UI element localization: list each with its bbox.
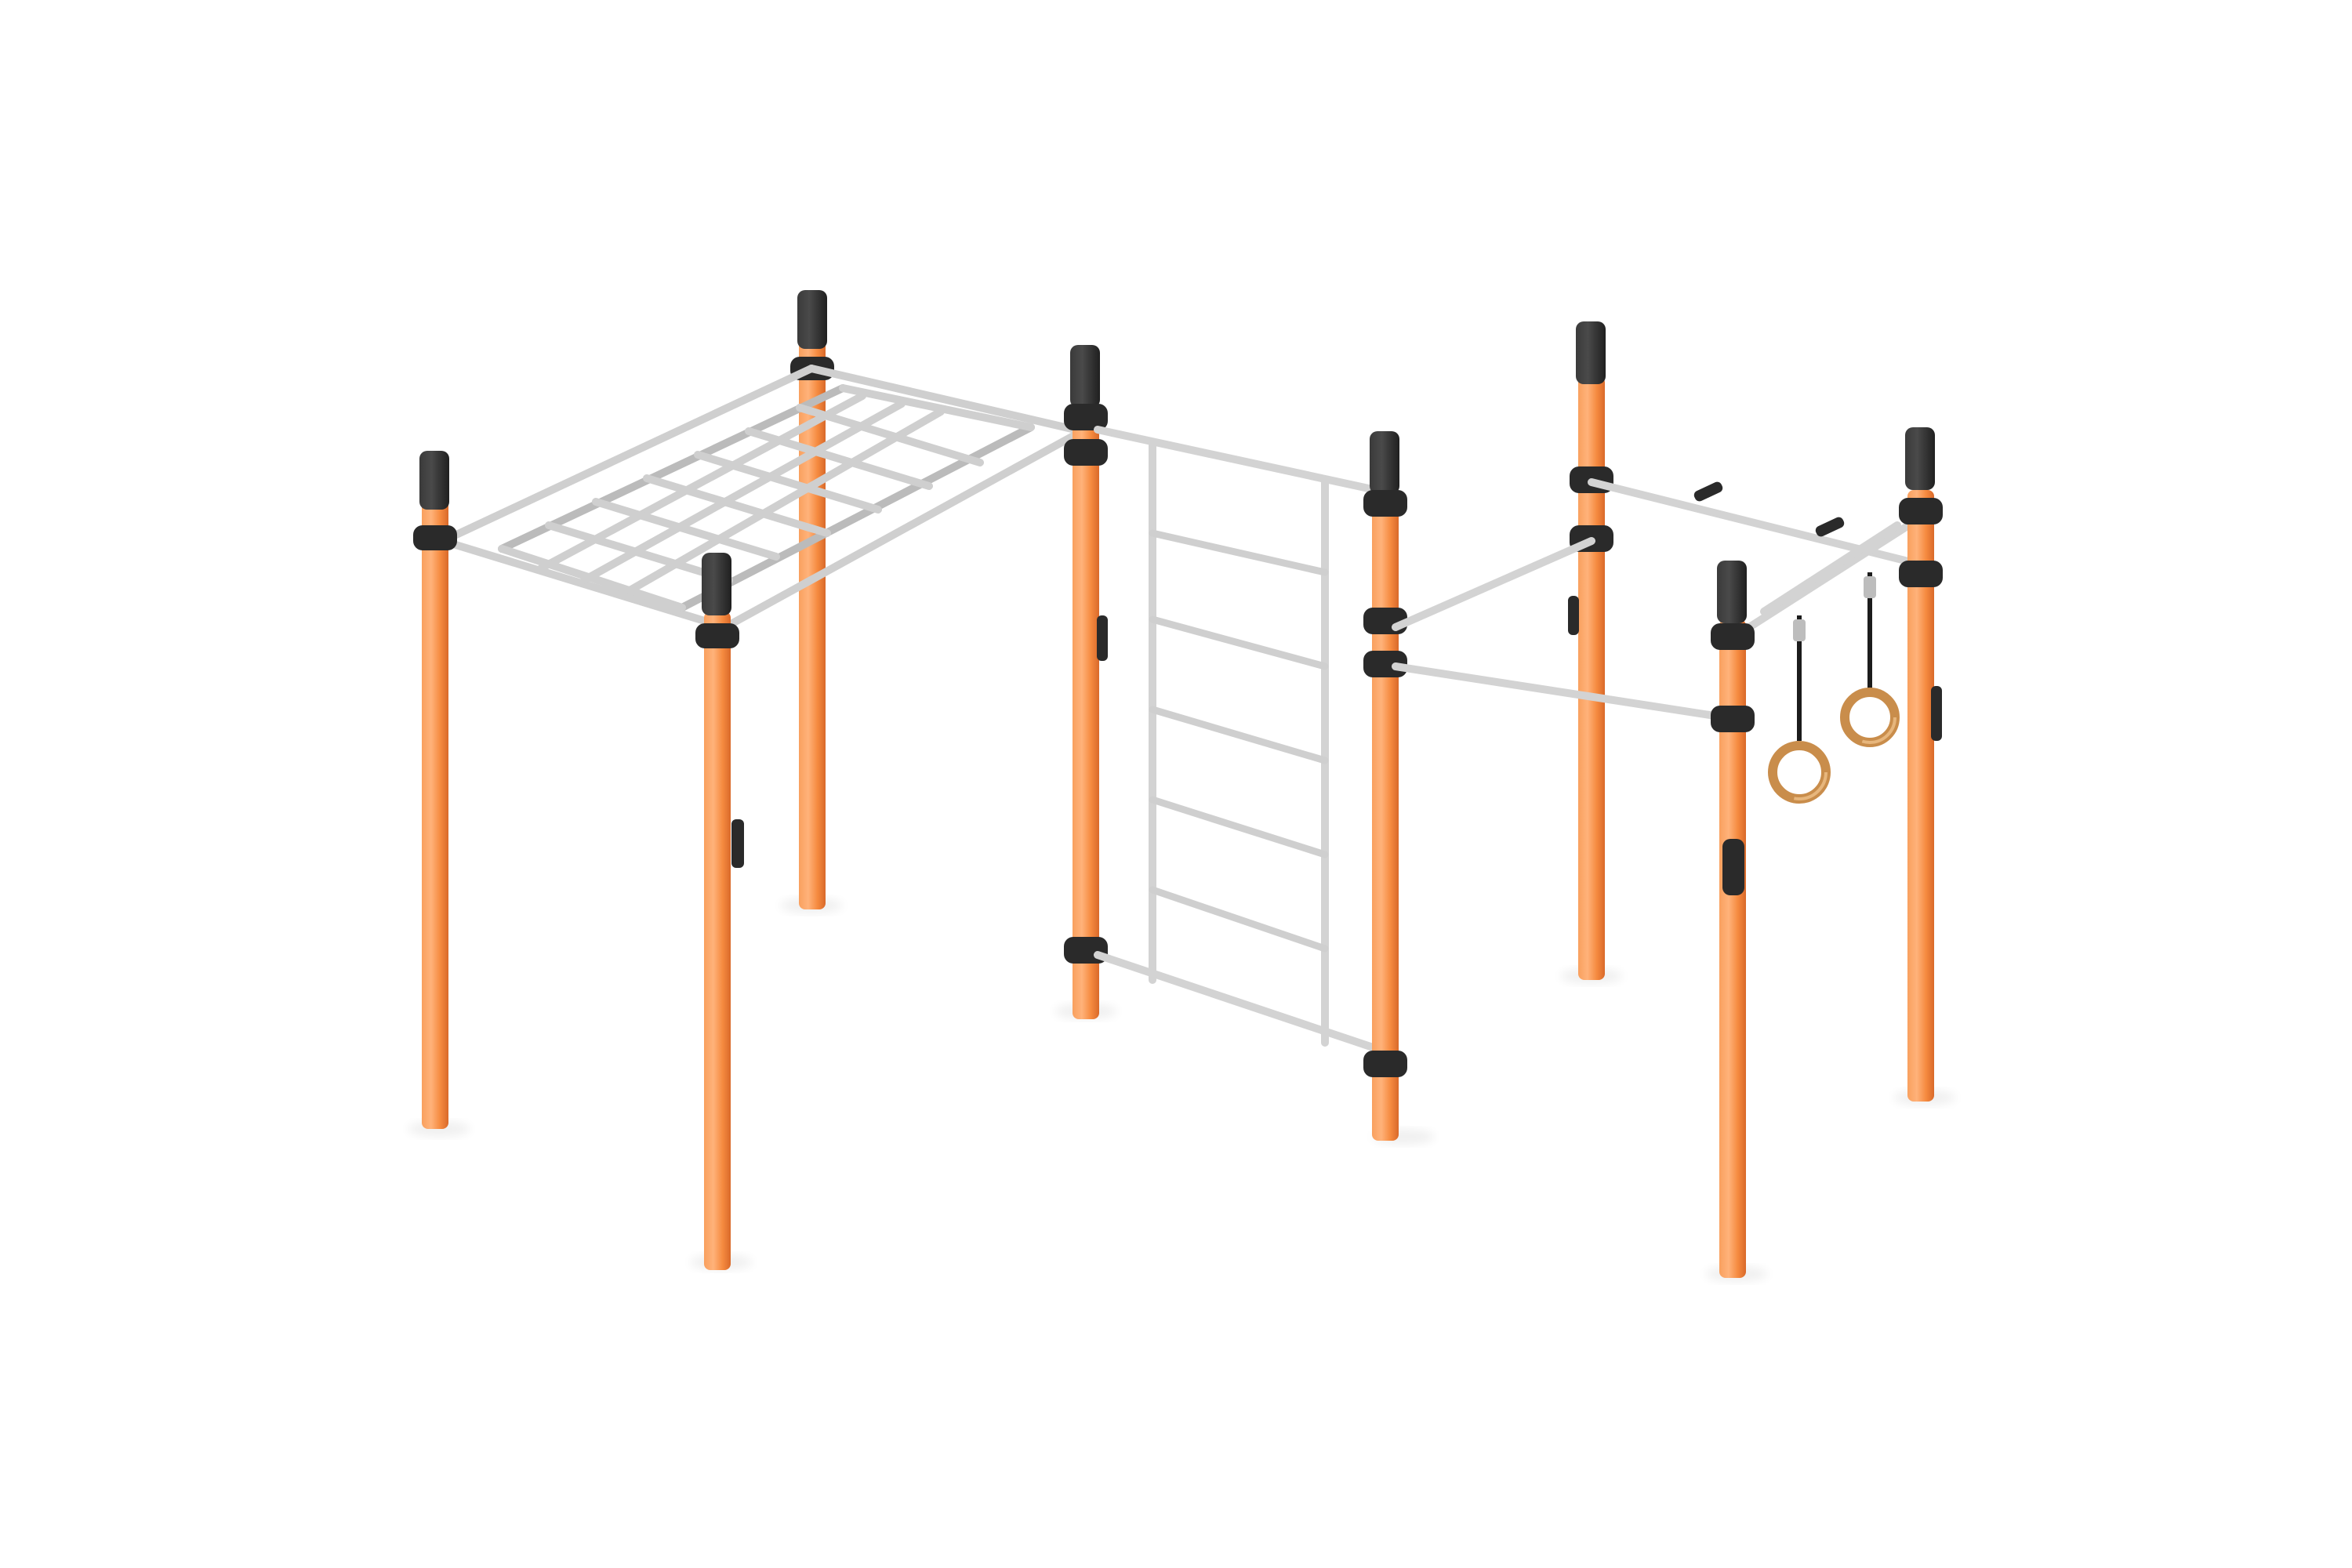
post-cap	[1576, 321, 1606, 384]
pull-up-front-posts	[1711, 427, 1943, 1278]
post	[1073, 423, 1099, 1019]
post-mount	[1931, 686, 1942, 741]
monkey-bars	[413, 290, 1086, 1270]
post	[422, 486, 448, 1129]
post-mount	[1722, 839, 1744, 895]
post-cap	[797, 290, 827, 349]
post-cap	[1905, 427, 1935, 490]
post-clamp	[1899, 498, 1943, 524]
post	[1372, 486, 1399, 1141]
post	[1907, 490, 1934, 1102]
post-clamp	[413, 525, 457, 550]
post-cap	[1070, 345, 1100, 408]
wall-ladder	[1064, 345, 1407, 1141]
post-clamp	[1064, 404, 1108, 430]
ring-buckle	[1793, 619, 1806, 641]
post-mount	[1097, 615, 1108, 661]
pull-up-bars	[1392, 478, 1925, 721]
monkey-bars-front-posts	[413, 451, 744, 1270]
gymnastic-rings	[1768, 572, 1900, 804]
post-cap	[419, 451, 449, 510]
post-cap	[1370, 431, 1399, 494]
post-clamp	[1711, 706, 1755, 732]
post-clamp	[1363, 490, 1407, 517]
handle-grip	[1815, 517, 1845, 537]
monkey-bars-back-posts	[790, 290, 834, 909]
monkey-bars-frame	[439, 365, 1086, 631]
pull-up-handles	[1693, 481, 1845, 537]
post-clamp	[1363, 1051, 1407, 1077]
pull-up-back-posts	[1568, 321, 1613, 980]
ring-buckle	[1864, 576, 1876, 598]
post-clamp	[1363, 651, 1407, 677]
ladder-right-post	[1363, 431, 1407, 1141]
ladder-rails	[1094, 426, 1398, 1058]
post-mount	[1568, 596, 1579, 635]
ring-highlight	[1771, 744, 1828, 800]
post-clamp	[1064, 439, 1108, 466]
post-cap	[1717, 561, 1747, 623]
ladder-rungs	[1149, 529, 1329, 953]
post	[704, 612, 731, 1270]
post-clamp	[1711, 623, 1755, 650]
post	[1719, 619, 1746, 1278]
post-mount	[731, 819, 744, 868]
post-clamp	[695, 623, 739, 648]
ring-highlight	[1843, 691, 1896, 744]
pull-up-station	[1392, 321, 1943, 1278]
post-clamp	[1899, 561, 1943, 587]
post-cap	[702, 553, 731, 615]
handle-grip	[1693, 481, 1723, 502]
ladder-posts	[1064, 345, 1108, 1019]
